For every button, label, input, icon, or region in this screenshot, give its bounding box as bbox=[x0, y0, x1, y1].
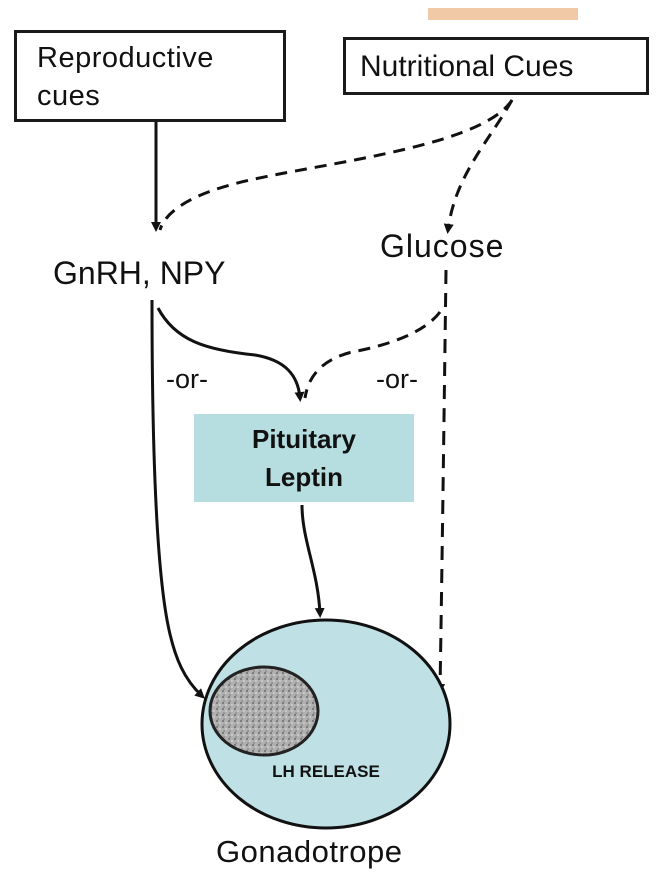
reproductive-cues-box: Reproductive cues bbox=[14, 30, 286, 122]
reproductive-cues-label: Reproductive cues bbox=[37, 39, 263, 115]
arrow-glucose-to-gonadotrope bbox=[440, 270, 446, 690]
gnrh-npy-label: GnRH, NPY bbox=[53, 255, 225, 292]
arrow-glucose-to-pituitary bbox=[305, 312, 440, 398]
or-left-label: -or- bbox=[166, 364, 208, 395]
lh-release-label: LH RELEASE bbox=[236, 762, 416, 782]
or-right-label: -or- bbox=[376, 364, 418, 395]
glucose-label: Glucose bbox=[380, 228, 504, 265]
gonadotrope-label: Gonadotrope bbox=[216, 834, 402, 870]
nutritional-cues-box: Nutritional Cues bbox=[343, 37, 649, 95]
nutritional-cues-label: Nutritional Cues bbox=[360, 48, 632, 86]
cell-nucleus bbox=[210, 667, 318, 755]
leptin-label: Leptin bbox=[194, 462, 414, 493]
accent-bar bbox=[428, 8, 578, 20]
pituitary-label: Pituitary bbox=[194, 424, 414, 455]
arrow-nutritional-to-glucose bbox=[448, 100, 512, 230]
arrow-pituitary-to-gonadotrope bbox=[302, 505, 320, 614]
